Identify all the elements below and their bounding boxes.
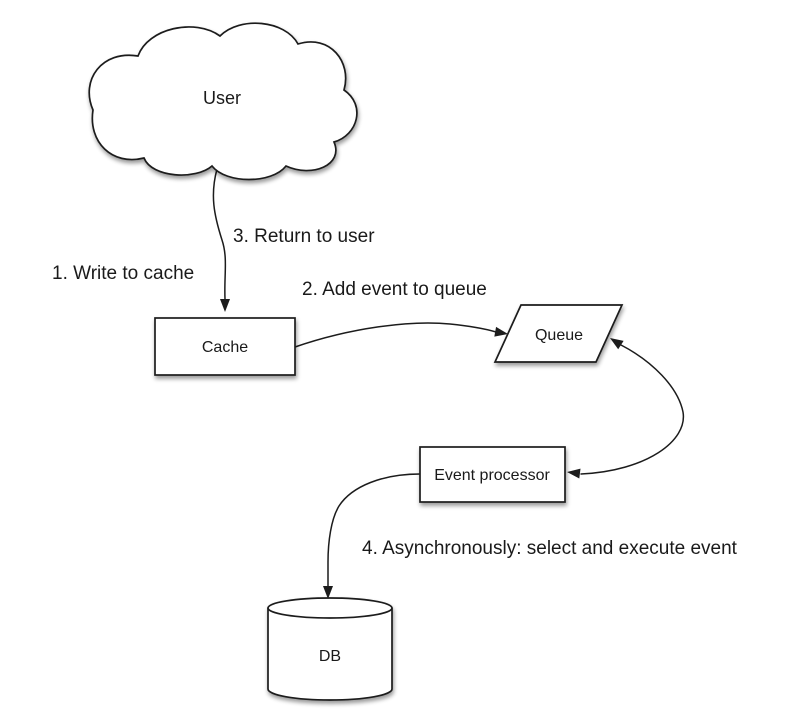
cache-box xyxy=(154,317,296,376)
user-to-cache-line xyxy=(212,168,227,300)
event-processor-box xyxy=(419,446,566,503)
db-node-label: DB xyxy=(319,648,341,665)
cache-node-label: Cache xyxy=(202,339,248,356)
queue-node-label: Queue xyxy=(535,327,583,344)
return-to-user-label: 3. Return to user xyxy=(233,226,375,247)
user-node-label: User xyxy=(203,88,241,108)
user-cloud xyxy=(88,22,358,181)
db-cylinder xyxy=(267,597,393,701)
edge-event-processor-to-db xyxy=(323,473,421,599)
queue-event-processor-line xyxy=(580,344,685,475)
cache-to-queue-arrowhead-icon xyxy=(494,326,508,337)
event-processor-arrowhead-icon xyxy=(567,468,581,479)
add-event-to-queue-label: 2. Add event to queue xyxy=(302,279,487,300)
edge-queue-event-processor xyxy=(567,338,685,479)
db-arrowhead-icon xyxy=(323,586,333,599)
event-processor-node-label: Event processor xyxy=(434,467,550,484)
write-to-cache-label: 1. Write to cache xyxy=(52,263,194,284)
db-cylinder-top xyxy=(267,597,393,619)
queue-arrowhead-icon xyxy=(610,338,624,350)
edge-cache-to-queue xyxy=(294,322,508,348)
async-select-execute-label: 4. Asynchronously: select and execute ev… xyxy=(362,538,738,559)
cache-to-queue-line xyxy=(294,322,497,348)
edge-user-to-cache xyxy=(212,168,230,312)
db-cylinder-body xyxy=(267,608,393,701)
queue-parallelogram xyxy=(493,304,624,363)
user-to-cache-arrowhead-icon xyxy=(220,299,230,312)
event-processor-to-db-line xyxy=(327,473,421,587)
